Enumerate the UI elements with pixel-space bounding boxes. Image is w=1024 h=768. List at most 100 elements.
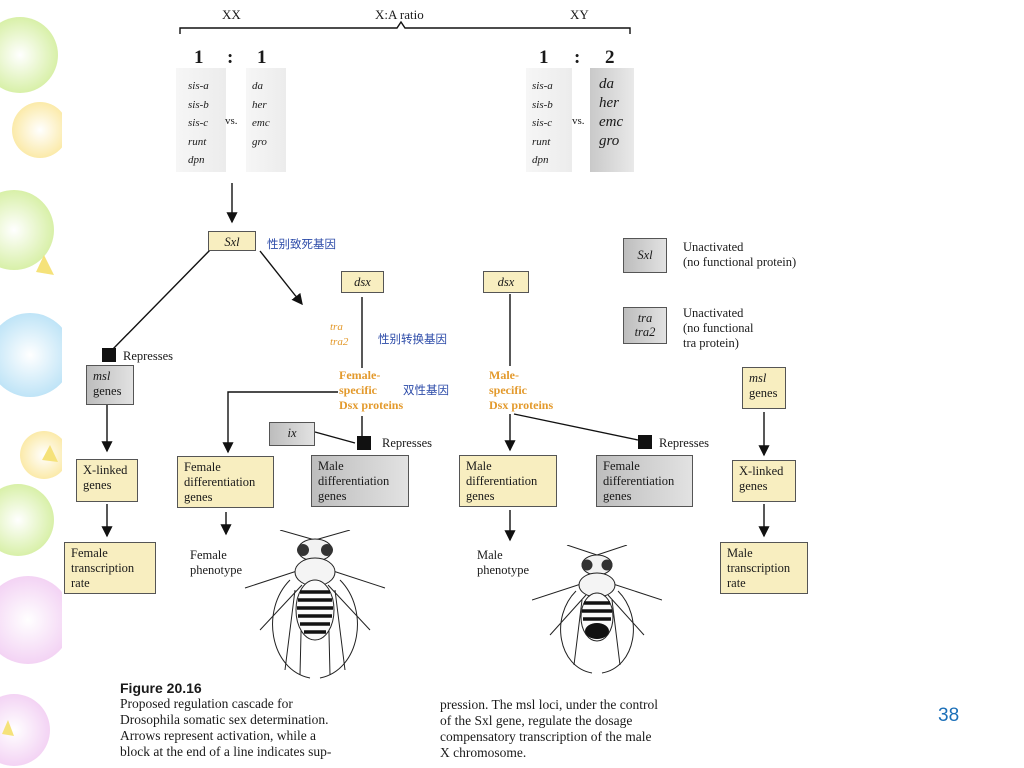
male-path-female-diff-box: Female differentiation genes — [596, 455, 693, 507]
caption-line: Drosophila somatic sex determination. — [120, 712, 329, 727]
male-represses-label: Represses — [659, 436, 709, 450]
caption-line: block at the end of a line indicates sup… — [120, 744, 332, 759]
line: transcription — [727, 561, 791, 575]
xy-label: XY — [570, 7, 589, 22]
xx-ratio-right: 1 — [257, 47, 267, 68]
caption-line: X chromosome. — [440, 745, 527, 760]
xy-a-gene-list: da her emc gro — [599, 75, 623, 151]
male-msl-box: msl genes — [742, 367, 786, 409]
caption-line: of the Sxl gene, regulate the dosage — [440, 713, 633, 728]
line: Female — [603, 459, 640, 473]
gene: sis-b — [188, 98, 209, 111]
caption-left: Figure 20.16 Proposed regulation cascade… — [120, 680, 331, 760]
repress-block — [102, 348, 116, 362]
line: tra protein) — [683, 336, 739, 350]
legend-sxl-box: Sxl — [623, 238, 667, 273]
line: genes — [466, 489, 495, 503]
male-transcription-box: Male transcription rate — [720, 542, 808, 594]
xy-vs: vs. — [572, 115, 585, 127]
line: Female — [71, 546, 108, 560]
xx-label: XX — [222, 7, 241, 22]
line: phenotype — [477, 563, 530, 577]
line: Male — [466, 459, 492, 473]
line: Unactivated — [683, 306, 744, 320]
line: phenotype — [190, 563, 243, 577]
female-diff-genes-box: Female differentiation genes — [177, 456, 274, 508]
gene: emc — [599, 114, 624, 130]
gene: runt — [532, 135, 551, 148]
female-x-linked-box: X-linked genes — [76, 459, 138, 502]
line: Male — [477, 548, 503, 562]
figure: XX X:A ratio XY 1 : 1 sis-a sis-b sis-c … — [62, 0, 962, 768]
sxl-box: Sxl — [208, 231, 256, 251]
gene: dpn — [532, 154, 549, 166]
line: specific — [339, 383, 377, 397]
dsx-cn-label: 双性基因 — [403, 383, 449, 397]
male-phenotype-label: Male phenotype — [477, 548, 529, 578]
line: X-linked — [83, 463, 128, 477]
caption-line: compensatory transcription of the male — [440, 729, 652, 744]
repress-block — [357, 436, 371, 450]
female-dsx-box: dsx — [341, 271, 384, 293]
gene: da — [252, 80, 263, 92]
line: genes — [93, 384, 122, 398]
line: Female — [184, 460, 221, 474]
gene: her — [252, 98, 267, 111]
tra2-text: tra2 — [330, 336, 349, 348]
line: rate — [727, 576, 746, 590]
caption-line: Proposed regulation cascade for — [120, 696, 293, 711]
line: genes — [739, 479, 768, 493]
tra-label: tra tra2 — [330, 320, 348, 350]
xx-a-shade — [246, 68, 286, 172]
xy-a-shade — [590, 68, 634, 172]
female-fly-illustration — [244, 530, 386, 679]
slide-number: 38 — [938, 705, 960, 726]
female-phenotype-label: Female phenotype — [190, 548, 242, 578]
caption-right: pression. The msl loci, under the contro… — [440, 697, 658, 761]
male-fly-illustration — [532, 545, 662, 674]
xx-ratio-colon: : — [227, 47, 234, 68]
line: differentiation — [603, 474, 675, 488]
tra-text: tra — [330, 321, 343, 333]
xa-ratio-label: X:A ratio — [375, 7, 424, 22]
xx-ratio-left: 1 — [194, 47, 204, 68]
line: differentiation — [318, 474, 390, 488]
female-represses-label: Represses — [382, 436, 432, 450]
gene: da — [599, 76, 614, 92]
sxl-cn-label: 性别致死基因 — [267, 237, 336, 251]
line: Dsx proteins — [489, 398, 554, 412]
xx-vs: vs. — [225, 115, 238, 127]
line: Female- — [339, 368, 381, 382]
gene: emc — [252, 117, 270, 129]
xx-x-shade — [176, 68, 226, 172]
line: Dsx proteins — [339, 398, 404, 412]
line: genes — [184, 490, 213, 504]
tra-cn-label: 性别转换基因 — [378, 332, 447, 346]
xy-x-gene-list: sis-a sis-b sis-c runt dpn — [532, 77, 553, 170]
line: differentiation — [184, 475, 256, 489]
gene: gro — [599, 133, 620, 149]
xy-ratio-left: 1 — [539, 47, 549, 68]
line: tra2 — [634, 325, 656, 339]
line: tra — [637, 311, 653, 325]
line: Female — [190, 548, 227, 562]
gene: dpn — [188, 154, 205, 166]
line: Male — [727, 546, 753, 560]
line: (no functional protein) — [683, 255, 797, 269]
line: genes — [318, 489, 347, 503]
gene: sis-c — [532, 117, 553, 129]
gene: her — [599, 95, 619, 111]
line: genes — [749, 386, 778, 400]
repress-block — [638, 435, 652, 449]
xx-x-gene-list: sis-a sis-b sis-c runt dpn — [188, 77, 209, 170]
gene: sis-a — [532, 80, 553, 92]
legend-tra-text: Unactivated (no functional tra protein) — [683, 306, 753, 351]
line: transcription — [71, 561, 135, 575]
male-x-linked-box: X-linked genes — [732, 460, 796, 502]
female-msl-box: msl genes — [86, 365, 134, 405]
gene: sis-a — [188, 80, 209, 92]
gene: sis-b — [532, 98, 553, 111]
line: Male- — [489, 368, 519, 382]
line: rate — [71, 576, 90, 590]
connector-lines — [101, 20, 770, 542]
